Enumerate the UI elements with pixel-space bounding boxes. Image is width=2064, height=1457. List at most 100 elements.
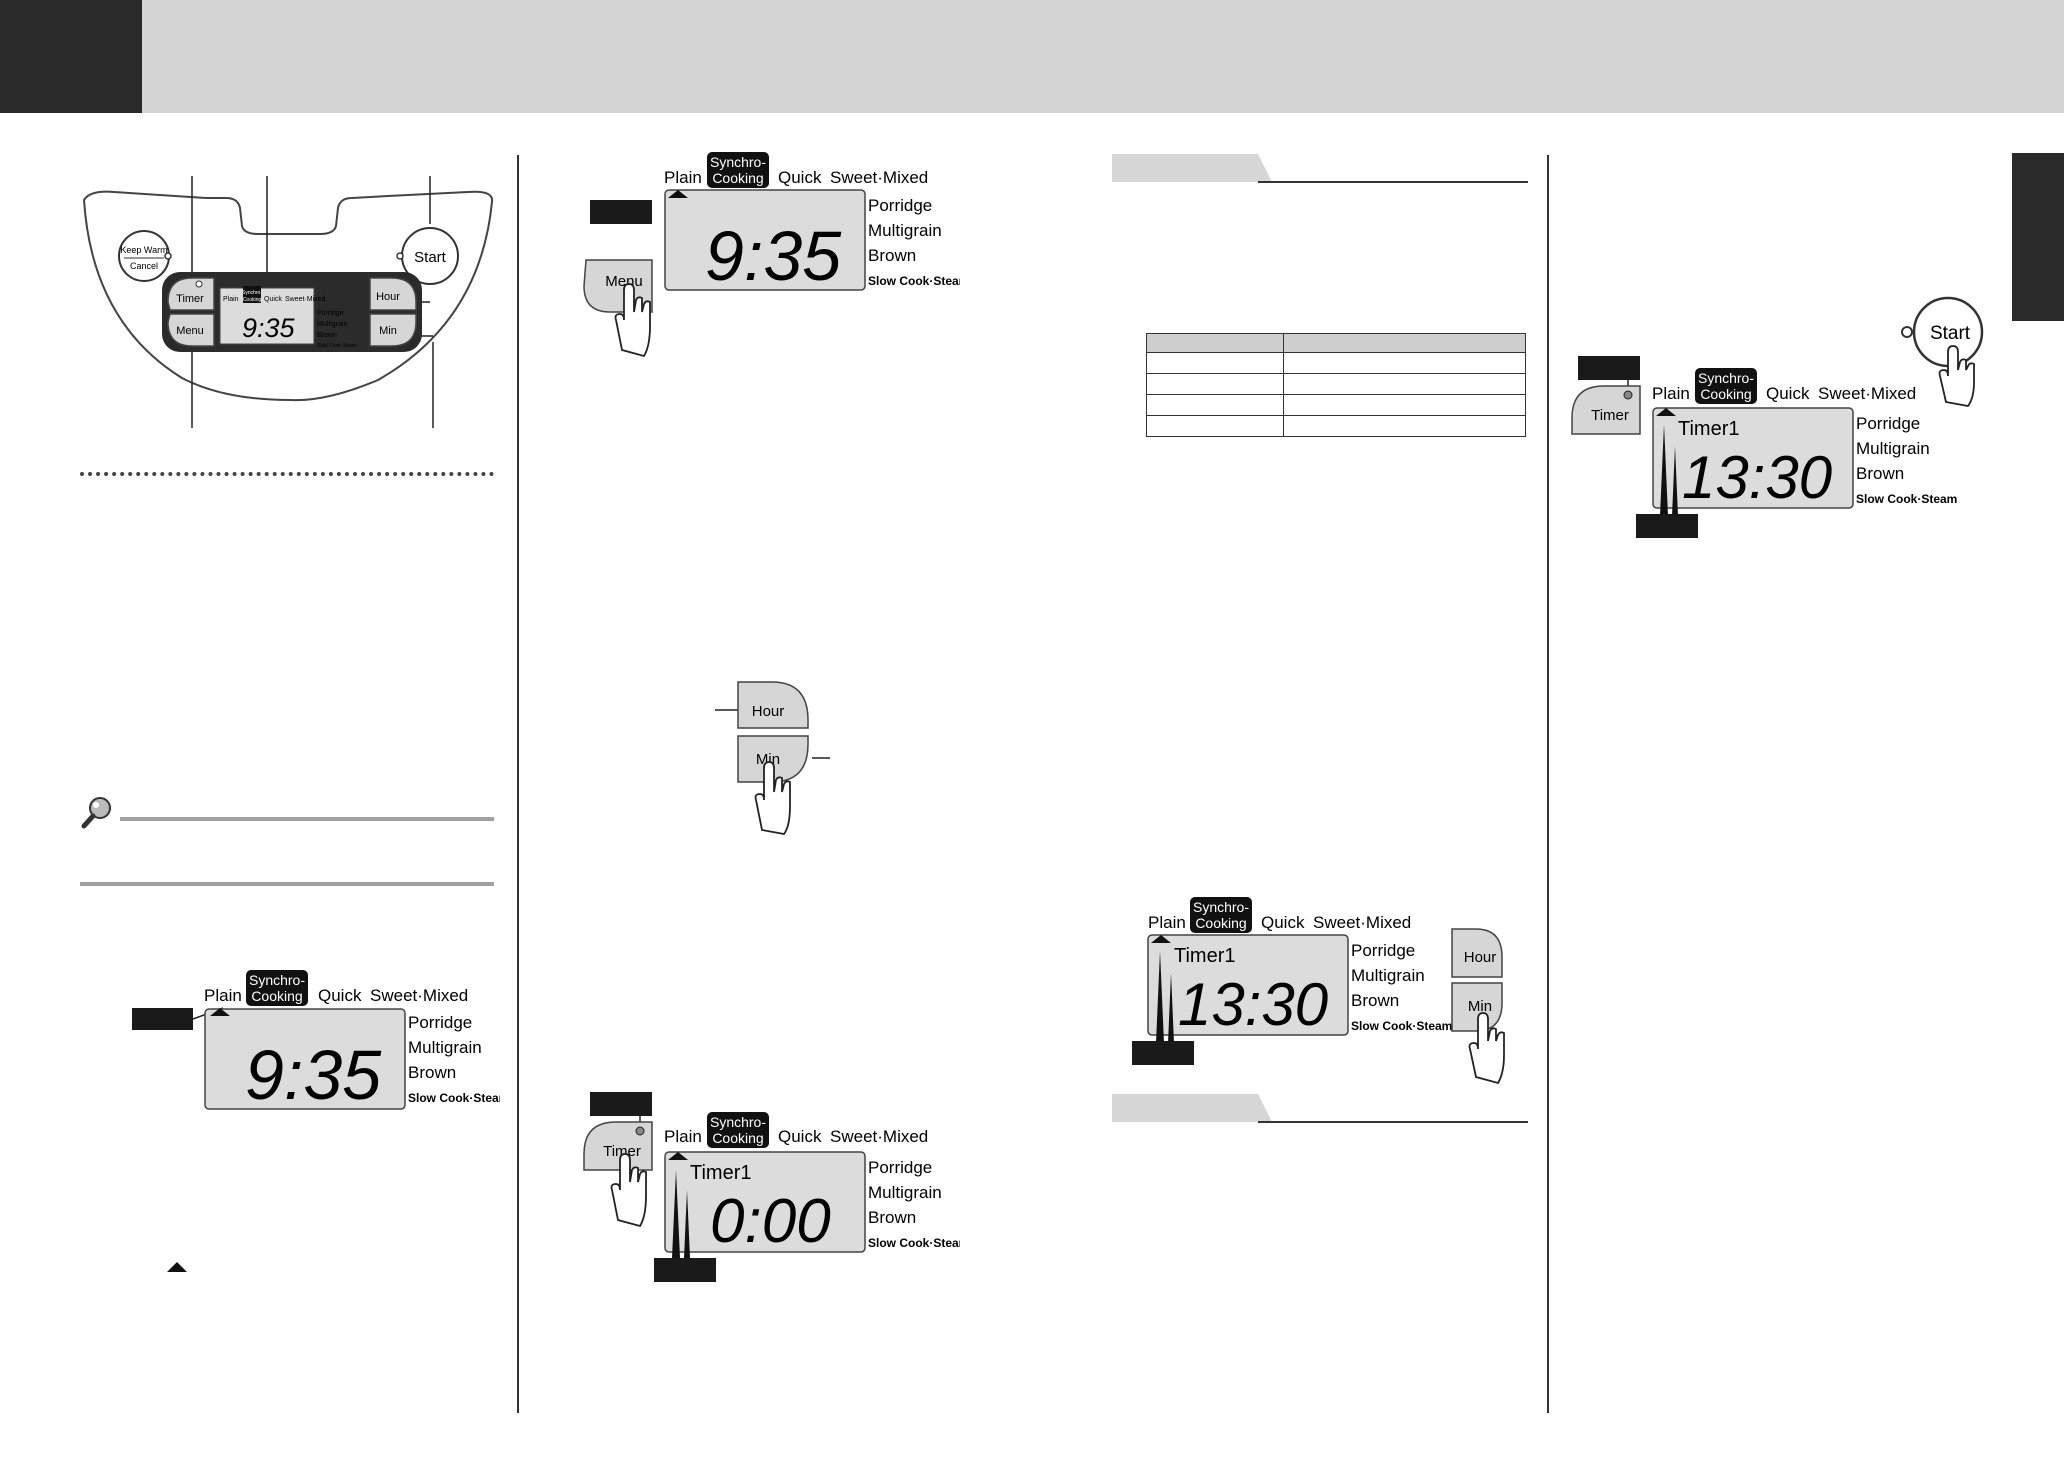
column-divider: [517, 155, 519, 1413]
label-box: [654, 1258, 716, 1282]
hand-pointer-icon: [1938, 345, 1975, 407]
svg-text:Brown: Brown: [868, 246, 916, 265]
timer-button[interactable]: Timer: [583, 1121, 653, 1171]
hand-pointer-icon: [614, 283, 651, 358]
svg-text:Cancel: Cancel: [130, 261, 158, 271]
min-button[interactable]: Min: [1451, 982, 1503, 1032]
svg-text:Sweet·Mixed: Sweet·Mixed: [1313, 913, 1411, 932]
triangle-up-icon: [167, 1262, 187, 1272]
hand-pointer-icon: [754, 761, 791, 835]
header-tab: [0, 0, 142, 113]
svg-text:Sweet·Mixed: Sweet·Mixed: [830, 1127, 928, 1146]
svg-text:Synchro-: Synchro-: [249, 972, 305, 988]
label-box: [1578, 356, 1640, 380]
svg-text:Synchro-: Synchro-: [1698, 370, 1754, 386]
timer-button[interactable]: Timer: [167, 277, 215, 311]
svg-text:Porridge: Porridge: [317, 310, 344, 317]
side-tab: [2012, 153, 2064, 321]
svg-text:Synchro-: Synchro-: [710, 1114, 766, 1130]
svg-text:Sweet·Mixed: Sweet·Mixed: [370, 986, 468, 1005]
svg-text:Sweet·Mixed: Sweet·Mixed: [830, 168, 928, 187]
svg-text:Brown: Brown: [317, 332, 337, 339]
svg-text:Multigrain: Multigrain: [317, 321, 347, 328]
svg-text:Start: Start: [1930, 323, 1971, 344]
hand-pointer-icon: [610, 1153, 647, 1228]
svg-text:Start: Start: [414, 249, 447, 266]
section-header: [1112, 154, 1528, 183]
tip-icon: [80, 795, 114, 834]
start-step-illustration: Start Timer Plain Synchro- Cooking Quick…: [1571, 296, 1984, 538]
svg-text:Cooking: Cooking: [1195, 915, 1246, 931]
svg-text:Timer: Timer: [176, 293, 204, 305]
label-box: [590, 1092, 652, 1116]
svg-text:Timer: Timer: [603, 1143, 641, 1160]
svg-text:Slow Cook·Steam: Slow Cook·Steam: [1351, 1019, 1452, 1033]
start-button[interactable]: Start: [1901, 296, 1984, 368]
svg-text:Sweet·Mixed: Sweet·Mixed: [285, 296, 326, 303]
svg-text:Brown: Brown: [1351, 991, 1399, 1010]
svg-text:Hour: Hour: [752, 703, 785, 720]
hour-button[interactable]: Hour: [1451, 928, 1503, 978]
control-panel-diagram: Keep Warm Cancel Start Timer Menu Hour M…: [82, 176, 494, 428]
tip-rule: [120, 817, 494, 821]
svg-text:Min: Min: [1468, 998, 1492, 1015]
svg-text:Quick: Quick: [264, 296, 282, 303]
svg-text:Porridge: Porridge: [408, 1013, 472, 1032]
dotted-separator: [80, 472, 494, 476]
svg-text:Plain: Plain: [204, 986, 242, 1005]
svg-text:Slow Cook·Steam: Slow Cook·Steam: [317, 343, 357, 349]
svg-text:Brown: Brown: [1856, 464, 1904, 483]
svg-text:Slow Cook·Steam: Slow Cook·Steam: [868, 1236, 960, 1250]
svg-text:Slow Cook·Steam: Slow Cook·Steam: [1856, 492, 1957, 506]
svg-text:Quick: Quick: [1766, 384, 1810, 403]
svg-text:Multigrain: Multigrain: [1856, 439, 1930, 458]
svg-text:Plain: Plain: [223, 296, 239, 303]
svg-text:9:35: 9:35: [245, 1036, 382, 1114]
start-button[interactable]: Start: [396, 227, 459, 285]
svg-text:Synchro-: Synchro-: [1193, 899, 1249, 915]
svg-text:Cooking: Cooking: [243, 297, 262, 303]
svg-text:Timer1: Timer1: [1174, 945, 1235, 967]
label-box: [590, 200, 652, 224]
svg-text:Porridge: Porridge: [1351, 941, 1415, 960]
svg-text:Cooking: Cooking: [251, 988, 302, 1004]
keep-warm-cancel-button[interactable]: Keep Warm Cancel: [118, 230, 172, 282]
svg-text:13:30: 13:30: [1682, 444, 1832, 511]
hour-button[interactable]: Hour: [369, 277, 417, 311]
svg-text:Plain: Plain: [664, 1127, 702, 1146]
svg-text:Porridge: Porridge: [1856, 414, 1920, 433]
svg-text:9:35: 9:35: [705, 217, 842, 295]
svg-text:Porridge: Porridge: [868, 196, 932, 215]
menu-step-illustration: Plain Synchro- Cooking Quick Sweet·Mixed…: [582, 152, 960, 358]
svg-text:Slow Cook·Steam: Slow Cook·Steam: [868, 274, 960, 288]
svg-text:Cooking: Cooking: [712, 170, 763, 186]
svg-text:Hour: Hour: [1464, 949, 1497, 966]
tip-rule-bottom: [80, 882, 494, 886]
timer-button[interactable]: Timer: [1571, 385, 1641, 435]
svg-text:Porridge: Porridge: [868, 1158, 932, 1177]
svg-text:Synchro-: Synchro-: [242, 290, 262, 296]
hand-pointer-icon: [1468, 1012, 1505, 1085]
svg-text:Timer: Timer: [1591, 407, 1629, 424]
hour-button[interactable]: Hour: [737, 681, 809, 729]
svg-text:0:00: 0:00: [710, 1187, 831, 1256]
svg-text:Cooking: Cooking: [712, 1130, 763, 1146]
svg-text:Brown: Brown: [408, 1063, 456, 1082]
svg-text:Synchro-: Synchro-: [710, 154, 766, 170]
svg-text:Timer1: Timer1: [690, 1162, 751, 1184]
svg-text:13:30: 13:30: [1178, 971, 1328, 1038]
label-box: [1636, 514, 1698, 538]
timer-set-illustration: Plain Synchro- Cooking Quick Sweet·Mixed…: [1132, 897, 1505, 1085]
section-header: [1112, 1094, 1528, 1123]
svg-text:Cooking: Cooking: [1700, 386, 1751, 402]
menu-button[interactable]: Menu: [167, 313, 215, 347]
svg-text:Multigrain: Multigrain: [1351, 966, 1425, 985]
min-button[interactable]: Min: [369, 313, 417, 347]
svg-text:Slow Cook·Steam: Slow Cook·Steam: [408, 1091, 500, 1105]
timer-step-illustration: Timer Plain Synchro- Cooking Quick Sweet…: [583, 1092, 960, 1282]
svg-text:Min: Min: [379, 325, 397, 337]
svg-text:Multigrain: Multigrain: [868, 1183, 942, 1202]
svg-text:Quick: Quick: [778, 168, 822, 187]
column-divider: [1547, 155, 1549, 1413]
svg-text:9:35: 9:35: [242, 313, 296, 343]
